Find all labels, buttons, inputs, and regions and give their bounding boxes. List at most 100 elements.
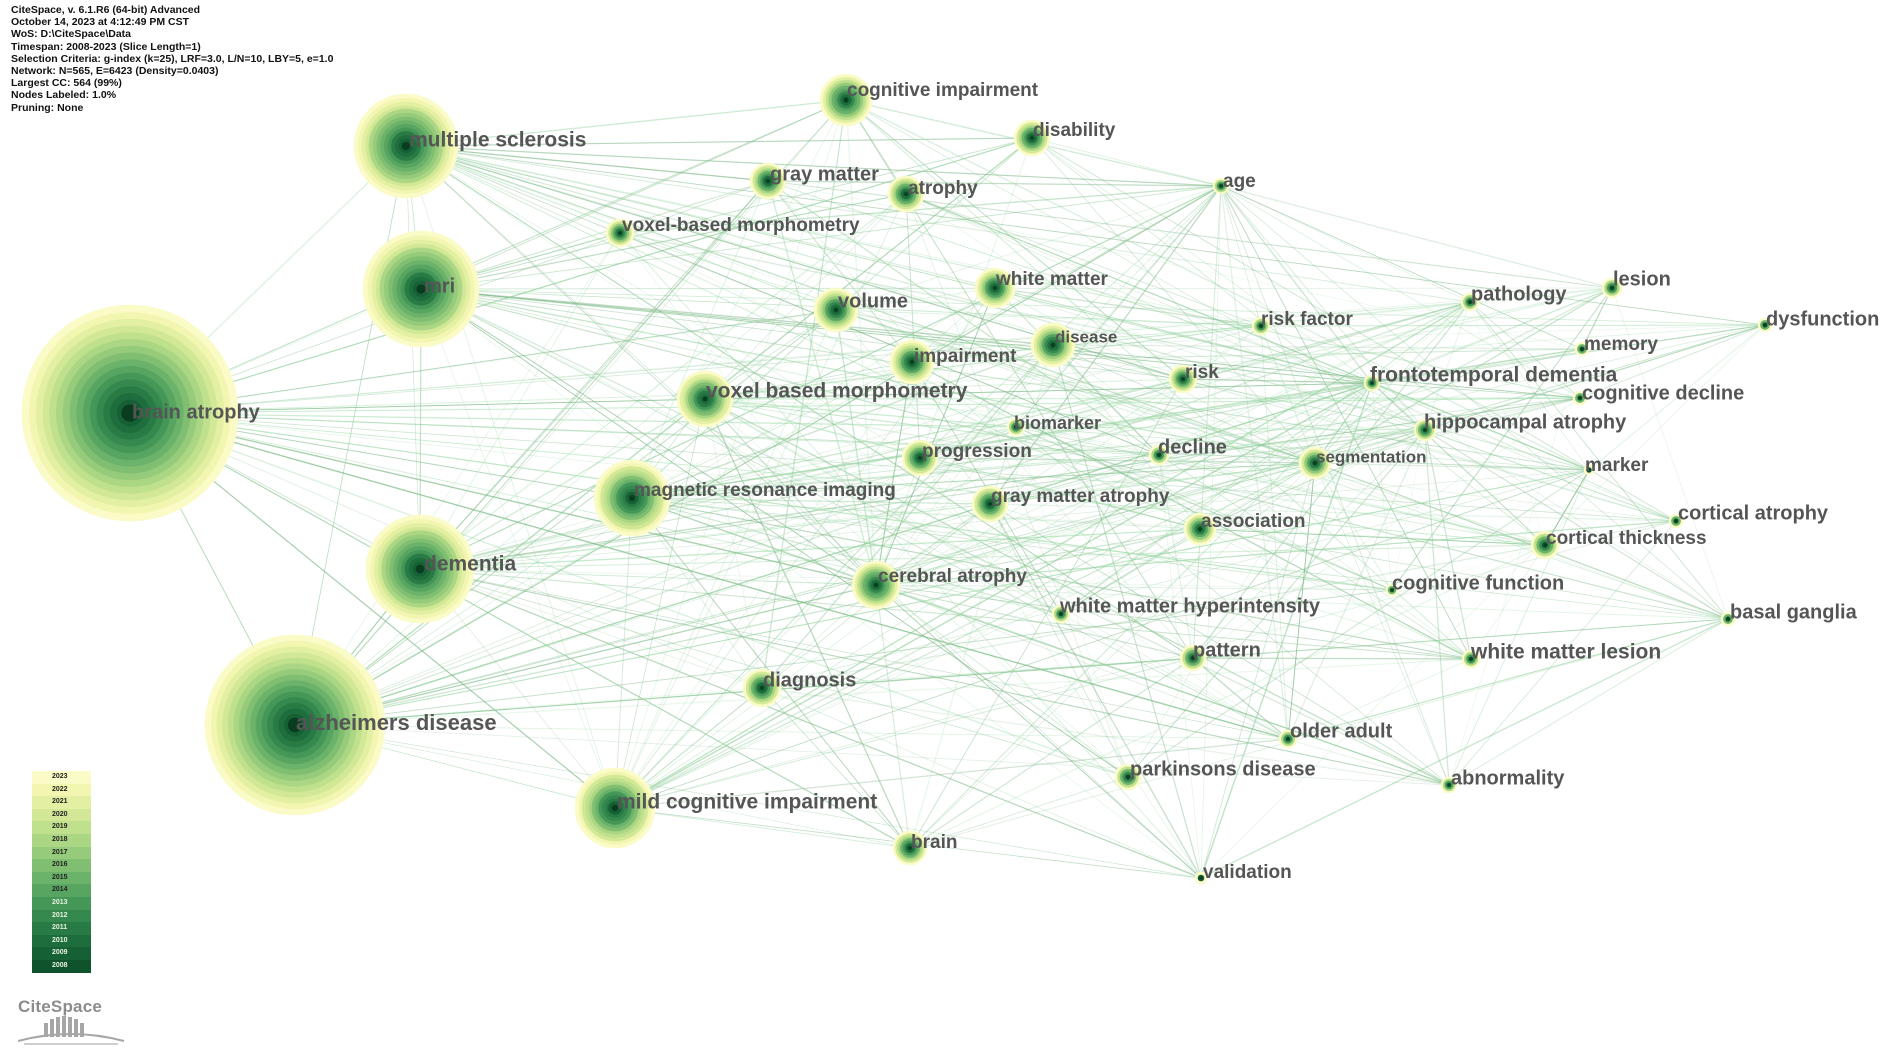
network-edge xyxy=(1424,429,1450,786)
keyword-node[interactable] xyxy=(1385,583,1399,597)
network-edge xyxy=(909,462,1316,849)
node-core xyxy=(1219,184,1223,188)
keyword-node[interactable] xyxy=(605,218,635,248)
network-edge xyxy=(1371,382,1546,546)
keyword-node[interactable] xyxy=(1574,341,1590,357)
network-edge xyxy=(1287,618,1729,740)
keyword-node[interactable] xyxy=(892,830,928,866)
network-edge xyxy=(1192,528,1201,659)
legend-year: 2013 xyxy=(32,896,91,910)
network-edge xyxy=(129,412,1289,740)
network-edge xyxy=(1127,429,1426,778)
keyword-node[interactable] xyxy=(901,439,939,477)
network-edge xyxy=(767,180,1373,384)
network-edge xyxy=(704,398,1129,778)
keyword-node[interactable] xyxy=(1212,177,1230,195)
keyword-node[interactable] xyxy=(1460,292,1480,312)
keyword-node[interactable] xyxy=(1601,277,1623,299)
network-edge xyxy=(129,309,837,414)
keyword-node[interactable] xyxy=(1183,512,1217,546)
keyword-node[interactable] xyxy=(593,459,671,537)
network-edge xyxy=(420,180,769,290)
keyword-node[interactable] xyxy=(1298,446,1332,480)
keyword-node[interactable] xyxy=(1194,871,1208,885)
network-edge xyxy=(1052,344,1184,380)
network-edge xyxy=(1371,348,1583,384)
keyword-node[interactable] xyxy=(1251,316,1271,336)
network-edge xyxy=(420,288,1729,620)
node-label: pathology xyxy=(1471,283,1567,305)
network-edge xyxy=(919,382,1373,459)
node-label: voxel based morphometry xyxy=(706,380,968,403)
keyword-node[interactable] xyxy=(362,230,480,348)
keyword-node[interactable] xyxy=(819,73,873,127)
network-edge xyxy=(1314,287,1613,464)
node-core xyxy=(702,396,708,402)
network-edge xyxy=(1260,325,1289,740)
keyword-node[interactable] xyxy=(365,514,475,624)
network-edge xyxy=(129,382,1373,414)
keyword-node[interactable] xyxy=(974,267,1016,309)
network-edge xyxy=(129,137,1033,414)
network-edge xyxy=(919,429,1426,459)
keyword-node[interactable] xyxy=(1530,530,1560,560)
keyword-node[interactable] xyxy=(1013,119,1051,157)
node-label: white matter hyperintensity xyxy=(1059,595,1321,617)
keyword-node[interactable] xyxy=(889,339,935,385)
network-edge xyxy=(1220,185,1450,786)
keyword-node[interactable] xyxy=(1114,763,1142,791)
keyword-node[interactable] xyxy=(1583,464,1595,476)
keyword-node[interactable] xyxy=(1668,513,1684,529)
network-edge xyxy=(1220,185,1472,660)
keyword-node[interactable] xyxy=(1030,322,1076,368)
keyword-node[interactable] xyxy=(1440,776,1458,794)
keyword-node[interactable] xyxy=(887,175,925,213)
network-edge xyxy=(405,145,1201,530)
network-edge xyxy=(129,412,1202,879)
keyword-node[interactable] xyxy=(1278,729,1298,749)
network-edge xyxy=(1260,324,1766,327)
keyword-node[interactable] xyxy=(971,485,1009,523)
keyword-node[interactable] xyxy=(21,304,239,522)
keyword-node[interactable] xyxy=(813,287,859,333)
network-edge xyxy=(294,724,1202,879)
keyword-node[interactable] xyxy=(742,668,782,708)
network-edge xyxy=(294,469,1590,726)
keyword-node[interactable] xyxy=(1363,374,1381,392)
keyword-node[interactable] xyxy=(1757,317,1773,333)
keyword-node[interactable] xyxy=(1572,390,1588,406)
keyword-node[interactable] xyxy=(204,634,386,816)
keyword-node[interactable] xyxy=(1720,611,1736,627)
node-label: memory xyxy=(1584,334,1658,355)
node-label: volume xyxy=(838,290,908,312)
keyword-node[interactable] xyxy=(749,162,787,200)
network-edge xyxy=(614,99,847,809)
network-edge xyxy=(129,412,1677,522)
node-core xyxy=(988,502,992,506)
node-core xyxy=(1198,527,1202,531)
keyword-node[interactable] xyxy=(1006,417,1026,437)
network-edge xyxy=(1192,429,1426,659)
network-edge xyxy=(419,193,907,570)
network-edge xyxy=(405,99,847,147)
network-edge xyxy=(911,185,1222,363)
keyword-node[interactable] xyxy=(1413,418,1437,442)
keyword-node[interactable] xyxy=(1461,649,1481,669)
keyword-node[interactable] xyxy=(676,370,734,428)
legend-year: 2014 xyxy=(32,884,91,897)
network-edge xyxy=(1581,287,1613,350)
network-edge xyxy=(989,429,1426,505)
node-core xyxy=(904,192,908,196)
network-edge xyxy=(875,361,913,586)
keyword-node[interactable] xyxy=(1179,644,1207,672)
keyword-node[interactable] xyxy=(574,767,656,849)
network-edge xyxy=(1469,301,1581,399)
keyword-node[interactable] xyxy=(1168,364,1198,394)
keyword-node[interactable] xyxy=(1051,604,1071,624)
keyword-node[interactable] xyxy=(353,93,459,199)
network-edge xyxy=(614,382,1373,809)
network-edge xyxy=(919,457,1316,464)
keyword-node[interactable] xyxy=(851,560,901,610)
network-edge xyxy=(294,185,1222,726)
keyword-node[interactable] xyxy=(1148,444,1170,466)
